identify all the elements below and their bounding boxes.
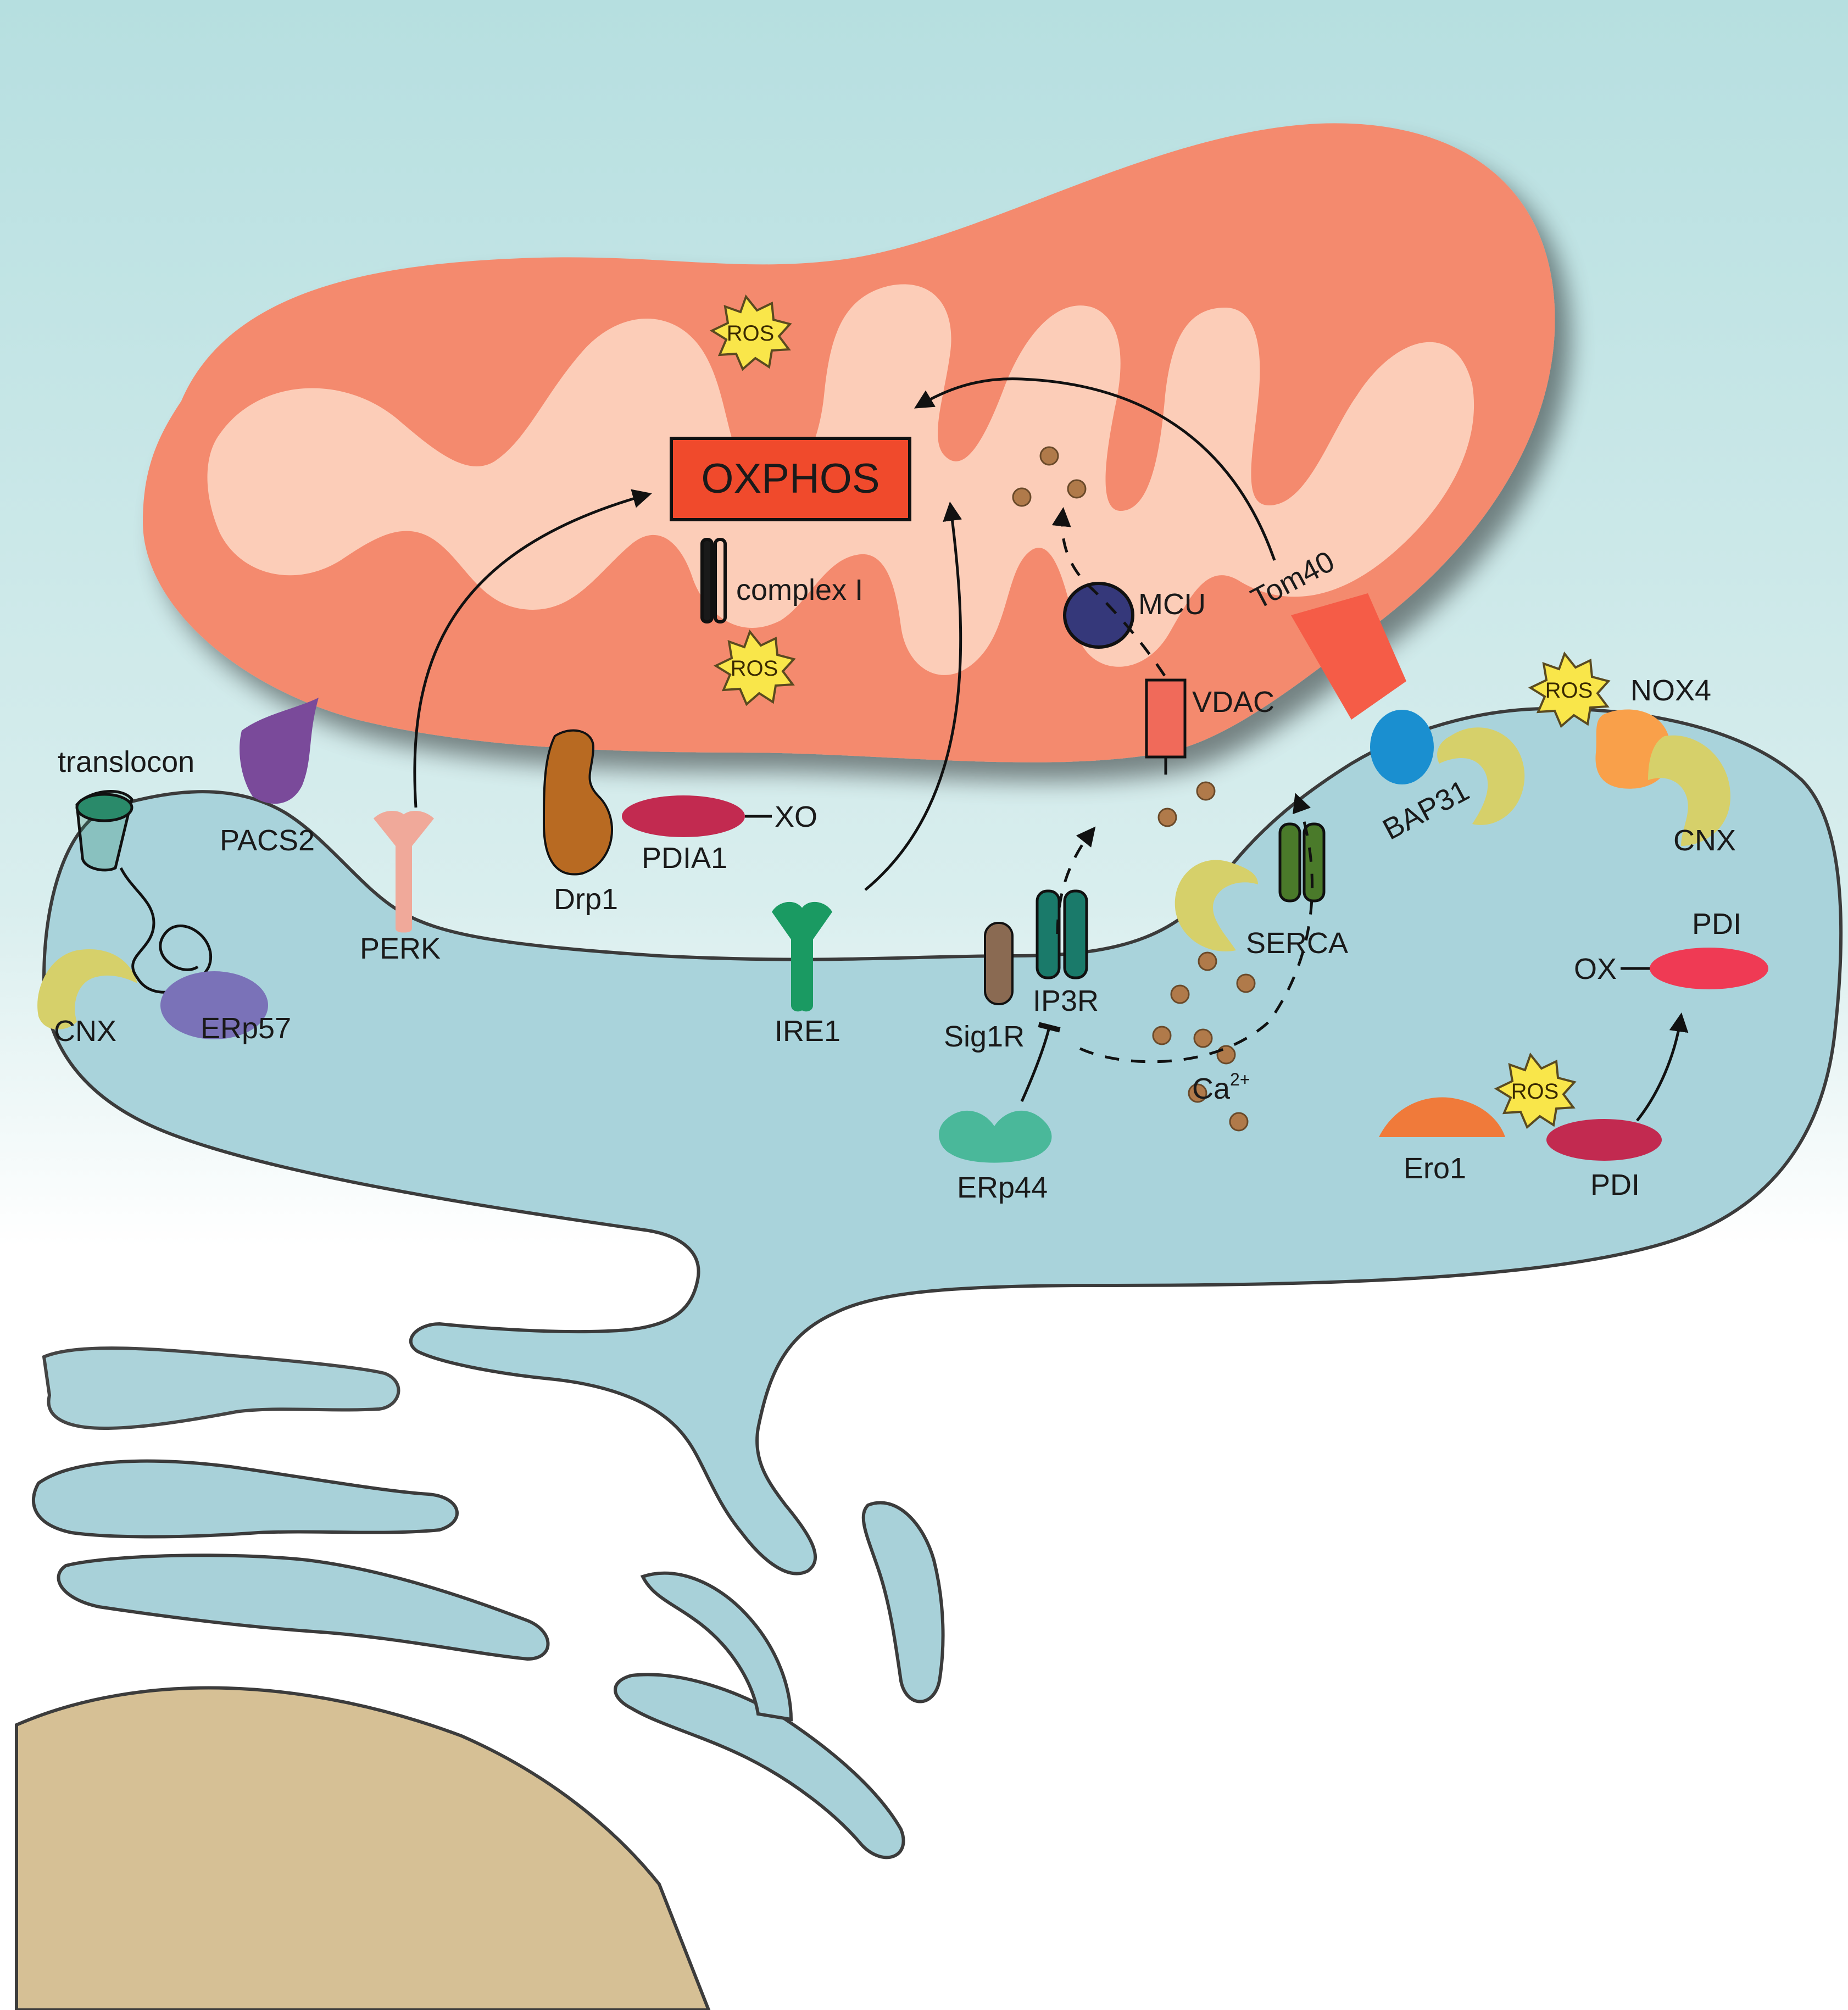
ip3r-icon — [1036, 889, 1088, 979]
vdac-label: VDAC — [1192, 686, 1274, 719]
ros-label-nox4: ROS — [1545, 678, 1593, 703]
erp57-icon — [160, 971, 268, 1039]
arrow-tom40-matrix — [914, 377, 1276, 561]
serca-label: SERCA — [1246, 927, 1348, 960]
arrow-pdi-oxidation — [1636, 1012, 1689, 1122]
pdia1-label: PDIA1 — [642, 842, 727, 875]
mcu-icon — [1063, 582, 1134, 649]
translocon-label: translocon — [58, 745, 194, 778]
tom40-icon — [1291, 593, 1406, 720]
cnx-label-right: CNX — [1673, 824, 1736, 857]
pacs2-label: PACS2 — [220, 824, 315, 857]
translocon-icon — [75, 790, 212, 994]
cnx-icon-bap31 — [1437, 727, 1525, 825]
erp44-icon — [939, 1110, 1052, 1163]
ire1-label: IRE1 — [775, 1015, 840, 1048]
ros-star-complex-i: ROS — [713, 629, 796, 706]
bap31-icon — [1370, 710, 1434, 784]
mito-calcium-ions — [1012, 446, 1087, 507]
drp1-label: Drp1 — [554, 883, 618, 916]
signal-arrows — [413, 377, 1689, 1122]
vdac-icon — [1145, 678, 1187, 759]
ero1-icon — [1379, 1097, 1505, 1137]
nox4-label: NOX4 — [1630, 674, 1711, 707]
cnx-icon-left — [37, 949, 137, 1029]
ros-star-top: ROS — [709, 294, 792, 371]
calcium-charge: 2+ — [1230, 1070, 1250, 1089]
calcium-symbol: Ca — [1192, 1072, 1231, 1105]
golgi-cisternae — [31, 1346, 945, 1859]
ros-label-ero1: ROS — [1511, 1079, 1559, 1104]
ire1-icon — [772, 901, 832, 1012]
perk-icon — [374, 811, 434, 933]
cnx-icon-serca — [1175, 860, 1258, 951]
oxphos-label: OXPHOS — [701, 455, 880, 502]
calcium-label: Ca2+ — [1192, 1070, 1250, 1105]
cnx-label-left: CNX — [54, 1015, 116, 1048]
pdi-label-lower: PDI — [1590, 1168, 1640, 1201]
sig1r-label: Sig1R — [944, 1020, 1025, 1053]
dashed-serca-loop — [1070, 793, 1314, 1064]
ero1-label: Ero1 — [1404, 1152, 1466, 1185]
inhibit-erp44-ip3r — [1020, 1022, 1061, 1103]
serca-icon — [1278, 822, 1326, 903]
pacs2-icon — [240, 698, 319, 804]
sig1r-icon — [984, 922, 1014, 1005]
perk-label: PERK — [360, 932, 441, 965]
pdia1-icon — [622, 795, 745, 837]
ros-label-top: ROS — [727, 321, 775, 346]
erp44-label: ERp44 — [957, 1171, 1048, 1204]
calcium-flux-dashed — [1051, 507, 1314, 1064]
ox-label: OX — [1574, 953, 1617, 985]
cnx-icon-nox4 — [1648, 735, 1730, 846]
pdi-ox-icon — [1650, 948, 1768, 989]
mcu-label: MCU — [1138, 588, 1206, 621]
ip3r-label: IP3R — [1033, 984, 1099, 1017]
pdi-label-upper: PDI — [1692, 907, 1741, 940]
arrow-ire1-oxphos — [864, 502, 962, 891]
er-calcium-ions — [1152, 951, 1256, 1132]
gap-calcium-ions — [1157, 781, 1216, 827]
ros-label-complex-i: ROS — [731, 656, 778, 681]
arrow-perk-oxphos — [413, 489, 652, 808]
drp1-icon — [542, 729, 613, 876]
dashed-ip3r-up — [1056, 826, 1096, 934]
erp57-label: ERp57 — [201, 1012, 291, 1045]
ros-star-nox4: ROS — [1528, 651, 1611, 728]
nucleus — [15, 1686, 711, 2010]
complex-i-label: complex I — [736, 574, 863, 606]
ros-star-ero1: ROS — [1494, 1052, 1577, 1129]
complex-i-icon — [700, 538, 727, 623]
oxphos-box — [670, 437, 911, 521]
xo-label: XO — [775, 800, 817, 833]
pdi-icon-lower — [1546, 1119, 1662, 1161]
dashed-vdac-mcu — [1051, 507, 1166, 677]
